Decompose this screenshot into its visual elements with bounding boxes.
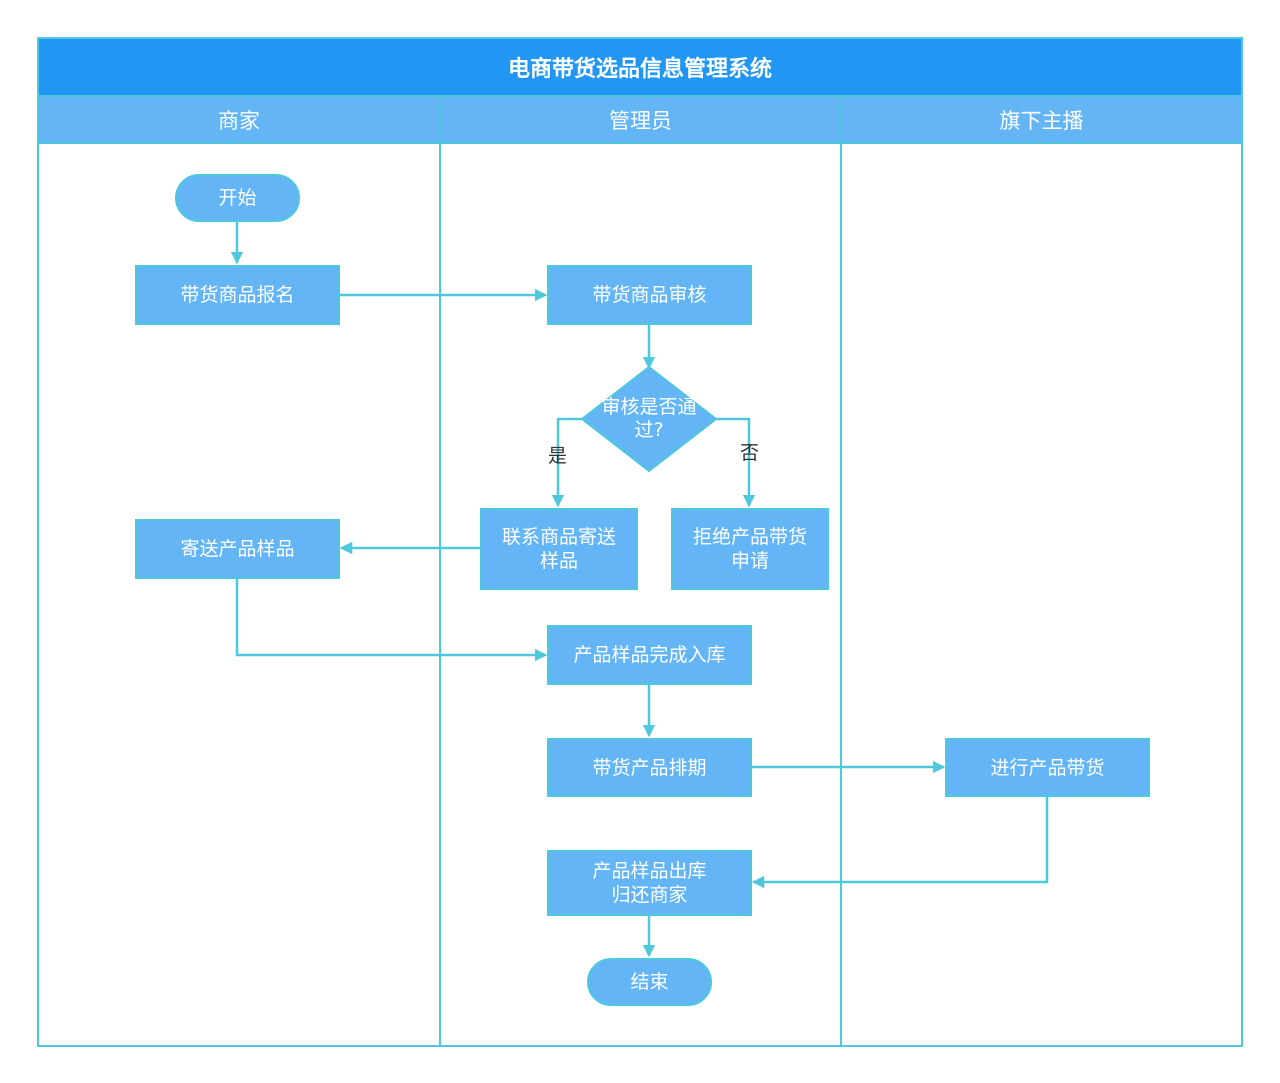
- node-reject: 拒绝产品带货申请: [671, 508, 829, 590]
- decision-diamond: [580, 365, 718, 473]
- edge-live-to-return: [751, 797, 1049, 889]
- edge-label-no: 否: [740, 442, 760, 464]
- edge-decision-no: [715, 417, 756, 508]
- lane-header-streamer: 旗下主播: [842, 97, 1241, 144]
- node-merchant-signup: 带货商品报名: [135, 265, 340, 325]
- node-decision-label: 审核是否通过?: [601, 396, 697, 441]
- lane-divider-2: [840, 97, 842, 1047]
- edge-label-yes: 是: [548, 445, 568, 467]
- edge-send-to-stored: [235, 578, 548, 662]
- node-start: 开始: [175, 174, 300, 222]
- node-contact-merchant: 联系商品寄送样品: [480, 508, 638, 590]
- node-send-sample: 寄送产品样品: [135, 519, 340, 579]
- lane-divider-1: [439, 97, 441, 1047]
- node-schedule: 带货产品排期: [547, 738, 752, 797]
- lane-header-merchant: 商家: [39, 97, 439, 144]
- node-review: 带货商品审核: [547, 265, 752, 325]
- node-sample-return: 产品样品出库归还商家: [547, 850, 752, 916]
- node-sample-stored: 产品样品完成入库: [547, 625, 752, 685]
- node-live-sell: 进行产品带货: [945, 738, 1150, 797]
- diagram-title: 电商带货选品信息管理系统: [37, 37, 1243, 97]
- edge-decision-yes: [551, 417, 583, 508]
- node-end: 结束: [587, 958, 712, 1006]
- lane-header-admin: 管理员: [441, 97, 840, 144]
